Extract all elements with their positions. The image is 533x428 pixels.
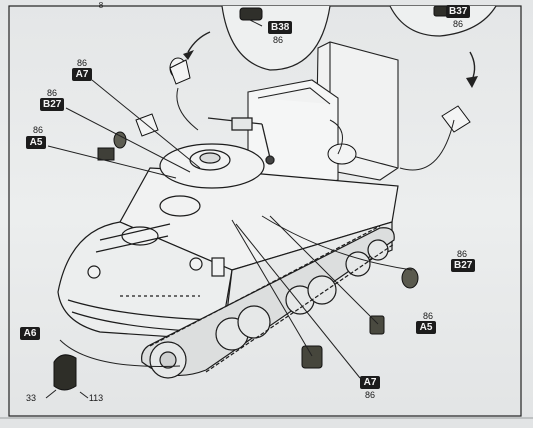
- arrow-left: [183, 31, 211, 60]
- callout-code-b38: B38: [268, 21, 293, 34]
- detail-circle-right: [389, 5, 497, 37]
- parts: [53, 57, 471, 391]
- callout-sprue-b27-right: 86: [456, 249, 467, 259]
- leader-lines: [45, 79, 455, 399]
- running-gear: [141, 225, 395, 379]
- bottom-number-left: 33: [25, 393, 36, 403]
- callout-code-b27-left: B27: [40, 98, 65, 111]
- callout-code-a7-left: A7: [72, 68, 92, 81]
- callout-sprue-b37: 86: [452, 19, 463, 29]
- callout-sprue-a7-left: 86: [76, 58, 87, 68]
- callout-sprue-a7-bottom: 86: [364, 390, 375, 400]
- machine-gun: [207, 117, 275, 165]
- bottom-number-right: 113: [88, 393, 104, 403]
- detail-circle-left: [221, 5, 331, 71]
- callout-sprue-b27-left: 86: [46, 88, 57, 98]
- callout-code-a6: A6: [20, 327, 40, 340]
- callout-code-b27-right: B27: [451, 259, 476, 272]
- callout-code-b37: B37: [446, 5, 471, 18]
- callout-code-a7-bottom: A7: [360, 376, 380, 389]
- callout-code-a5-left: A5: [26, 136, 46, 149]
- arrow-right: [466, 51, 478, 88]
- top-fragment-number: 8: [98, 1, 104, 10]
- callout-sprue-a5-left: 86: [32, 125, 43, 135]
- callout-code-a5-right: A5: [416, 321, 436, 334]
- callout-sprue-b38: 86: [272, 35, 283, 45]
- callout-sprue-a5-right: 86: [422, 311, 433, 321]
